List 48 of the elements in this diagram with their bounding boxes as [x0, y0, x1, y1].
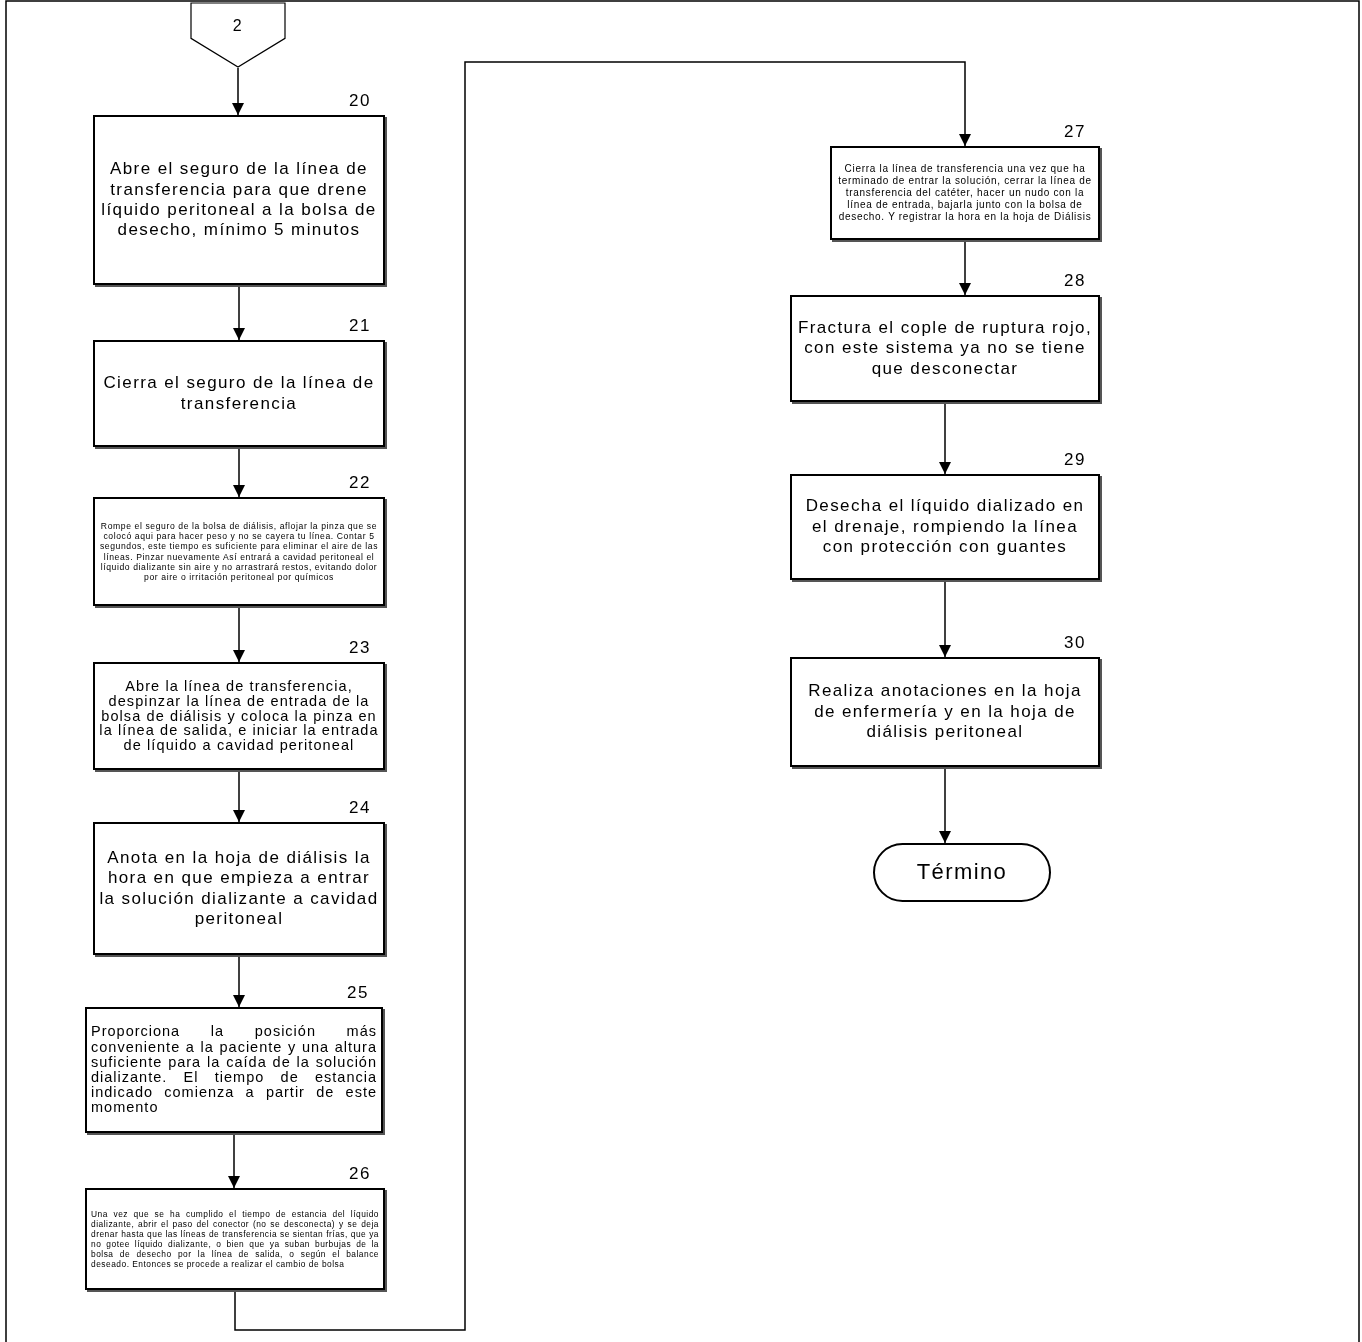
- step-number: 26: [349, 1164, 371, 1184]
- step-number: 20: [349, 91, 371, 111]
- step-text: Proporciona la posición más conveniente a la paciente y una altura suficiente para la caída de la solución dializante. El tiempo de estancia indicado comienza a partir de este momento: [90, 1024, 378, 1116]
- process-box: [93, 822, 385, 955]
- process-box: [85, 1188, 385, 1290]
- process-box: [93, 115, 385, 285]
- arrow: [233, 605, 245, 663]
- off-page-connector: [190, 2, 286, 68]
- step-text: Realiza anotaciones en la hoja de enfermería y en la hoja de diálisis peritoneal: [807, 681, 1083, 743]
- process-box: [93, 497, 385, 606]
- step-text: Desecha el líquido dializado en el drenaje, rompiendo la línea con protección con guantes: [804, 496, 1086, 558]
- connector-number: 2: [231, 16, 245, 36]
- step-text: Una vez que se ha cumplido el tiempo de estancia del líquido dializante, abrir el paso del conector (no se desconecta) y se deja drenar hasta que las líneas de transferencia se sientan frías, que ya no gotee líquido dializante, o bien que ya suban burbujas de la bolsa de desecho por la línea de salida, o según el balance deseado. Entonces se procede a realizar el cambio de bolsa: [90, 1208, 380, 1270]
- step-text: Abre el seguro de la línea de transferencia para que drene líquido peritoneal a la bolsa de desecho, mínimo 5 minutos: [100, 159, 378, 241]
- process-box: [830, 146, 1100, 240]
- step-text: Cierra la línea de transferencia una vez que ha terminado de entrar la solución, cerrar la línea de transferencia del catéter, hacer un nudo con la línea de entrada, bajarla junto con la bolsa de desecho. Y registrar la hora en la hoja de Diálisis: [837, 163, 1093, 223]
- step-text: Cierra el seguro de la línea de transferencia: [102, 373, 376, 414]
- arrow: [233, 769, 245, 823]
- step-number: 22: [349, 473, 371, 493]
- step-number: 28: [1064, 271, 1086, 291]
- arrow: [228, 1132, 240, 1189]
- step-number: 27: [1064, 122, 1086, 142]
- step-text: Fractura el cople de ruptura rojo, con este sistema ya no se tiene que desconectar: [796, 317, 1094, 380]
- arrow: [959, 239, 971, 296]
- step-number: 29: [1064, 450, 1086, 470]
- terminator-label: Término: [915, 859, 1009, 886]
- step-number: 21: [349, 316, 371, 336]
- process-box: [790, 474, 1100, 580]
- arrow: [939, 579, 951, 658]
- step-text: Abre la línea de transferencia, despinzar la línea de entrada de la bolsa de diálisis y coloca la pinza en la línea de salida, e iniciar la entrada de líquido a cavidad peritoneal: [98, 679, 380, 753]
- step-number: 24: [349, 798, 371, 818]
- arrow: [233, 446, 245, 498]
- process-box: [93, 662, 385, 770]
- step-number: 23: [349, 638, 371, 658]
- step-number: 25: [347, 983, 369, 1003]
- process-box: [85, 1007, 383, 1133]
- step-text: Rompe el seguro de la bolsa de diálisis, aflojar la pinza que se colocó aqui para hacer peso y no se cayera tu línea. Contar 5 segundos, este tiempo es suficiente para eliminar el aire de las líneas. Pinzar nuevamente Así entrará a cavidad peritoneal el líquido dializante sin aire y no arrastrará restos, evitando dolor por aire o irritación peritoneal por químicos: [98, 520, 380, 583]
- arrow: [939, 401, 951, 475]
- arrow: [233, 954, 245, 1008]
- arrow: [233, 284, 245, 341]
- process-box: [790, 295, 1100, 402]
- arrow: [939, 766, 951, 844]
- process-box: [790, 657, 1100, 767]
- arrow: [234, 61, 971, 1331]
- process-box: [93, 340, 385, 447]
- step-text: Anota en la hoja de diálisis la hora en que empieza a entrar la solución dializante a cavidad peritoneal: [98, 847, 380, 930]
- arrow: [232, 67, 244, 116]
- step-number: 30: [1064, 633, 1086, 653]
